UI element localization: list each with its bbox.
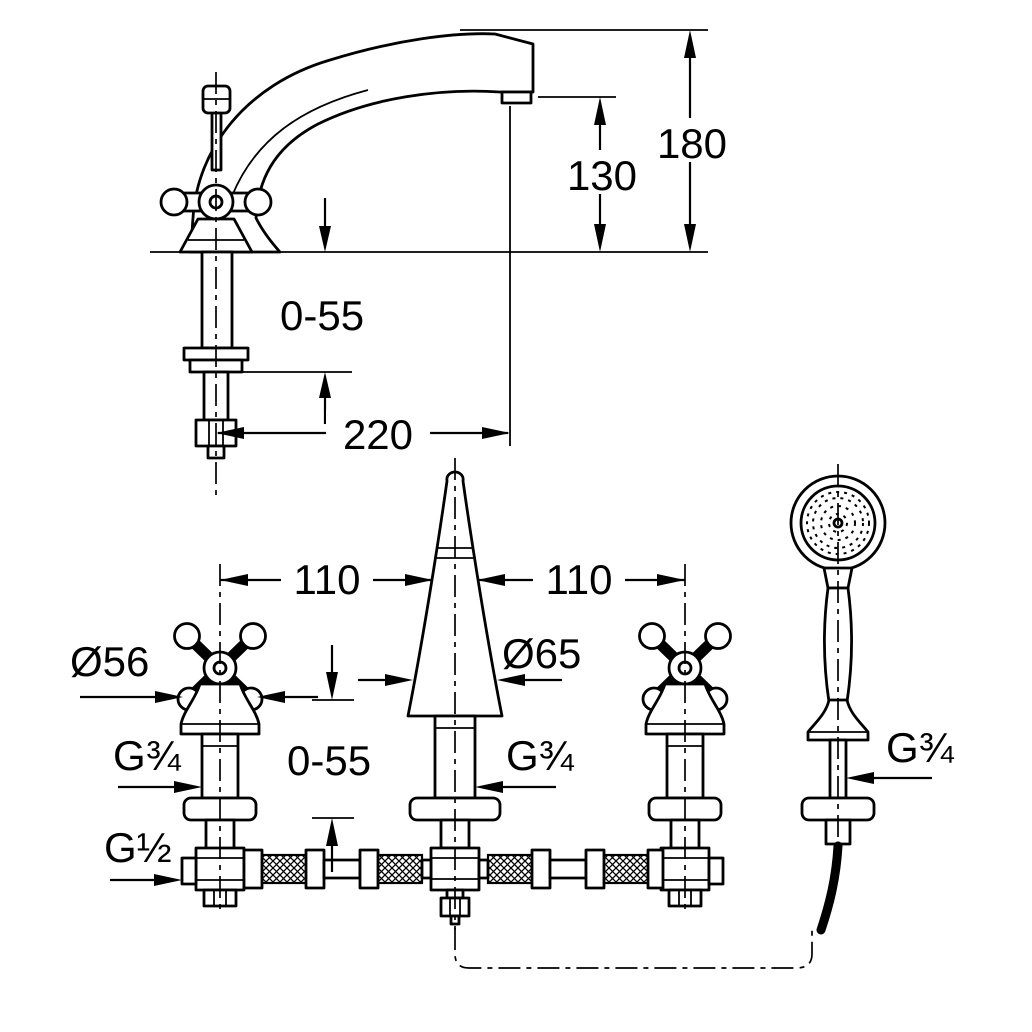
label-thread-inlet: G½	[104, 824, 182, 886]
dim-projection: 220	[216, 106, 511, 458]
inlet-stub-right	[707, 856, 725, 886]
dim-180-label: 180	[657, 120, 727, 167]
dim-deck-thickness-side: 0-55	[242, 198, 364, 424]
thread-g34-right-label: G¾	[886, 724, 955, 771]
dim-handle-diameter: Ø56	[70, 638, 318, 703]
dim-deck-thickness-front: 0-55	[287, 645, 371, 872]
spout-side-body	[188, 32, 535, 254]
spout-profile-line	[231, 89, 369, 197]
front-view: 110 110 Ø56 Ø65	[70, 458, 955, 969]
aerator	[500, 90, 533, 105]
dim-height-total: 180	[460, 29, 740, 252]
dim-220-label: 220	[343, 411, 413, 458]
dim-110-left-label: 110	[294, 556, 361, 603]
thread-g34-center-label: G¾	[506, 732, 575, 779]
side-view: 180 130 0-55 220	[150, 29, 740, 497]
label-thread-shower: G¾	[846, 724, 955, 784]
dim-height-outlet: 130	[538, 96, 650, 252]
dim-0-55-side-label: 0-55	[280, 292, 364, 339]
thread-g34-left-label: G¾	[113, 732, 182, 779]
label-thread-handle: G¾	[113, 732, 202, 793]
inlet-stub-left	[180, 856, 198, 886]
thread-g12-label: G½	[104, 824, 172, 871]
dim-spacing-left: 110	[220, 556, 433, 603]
dim-dia65-label: Ø65	[502, 630, 581, 677]
dim-0-55-front-label: 0-55	[287, 737, 371, 784]
label-thread-spout: G¾	[475, 732, 575, 793]
mounting-shank-side	[182, 250, 250, 460]
dim-dia56-label: Ø56	[70, 638, 149, 685]
dim-spout-diameter: Ø65	[358, 630, 581, 686]
dim-spacing-right: 110	[477, 556, 685, 603]
shower-hose	[816, 841, 843, 935]
dim-130-label: 130	[567, 152, 637, 199]
hose-routing-centerline	[454, 928, 813, 969]
dim-110-right-label: 110	[546, 556, 613, 603]
supply-pipes	[242, 848, 665, 890]
